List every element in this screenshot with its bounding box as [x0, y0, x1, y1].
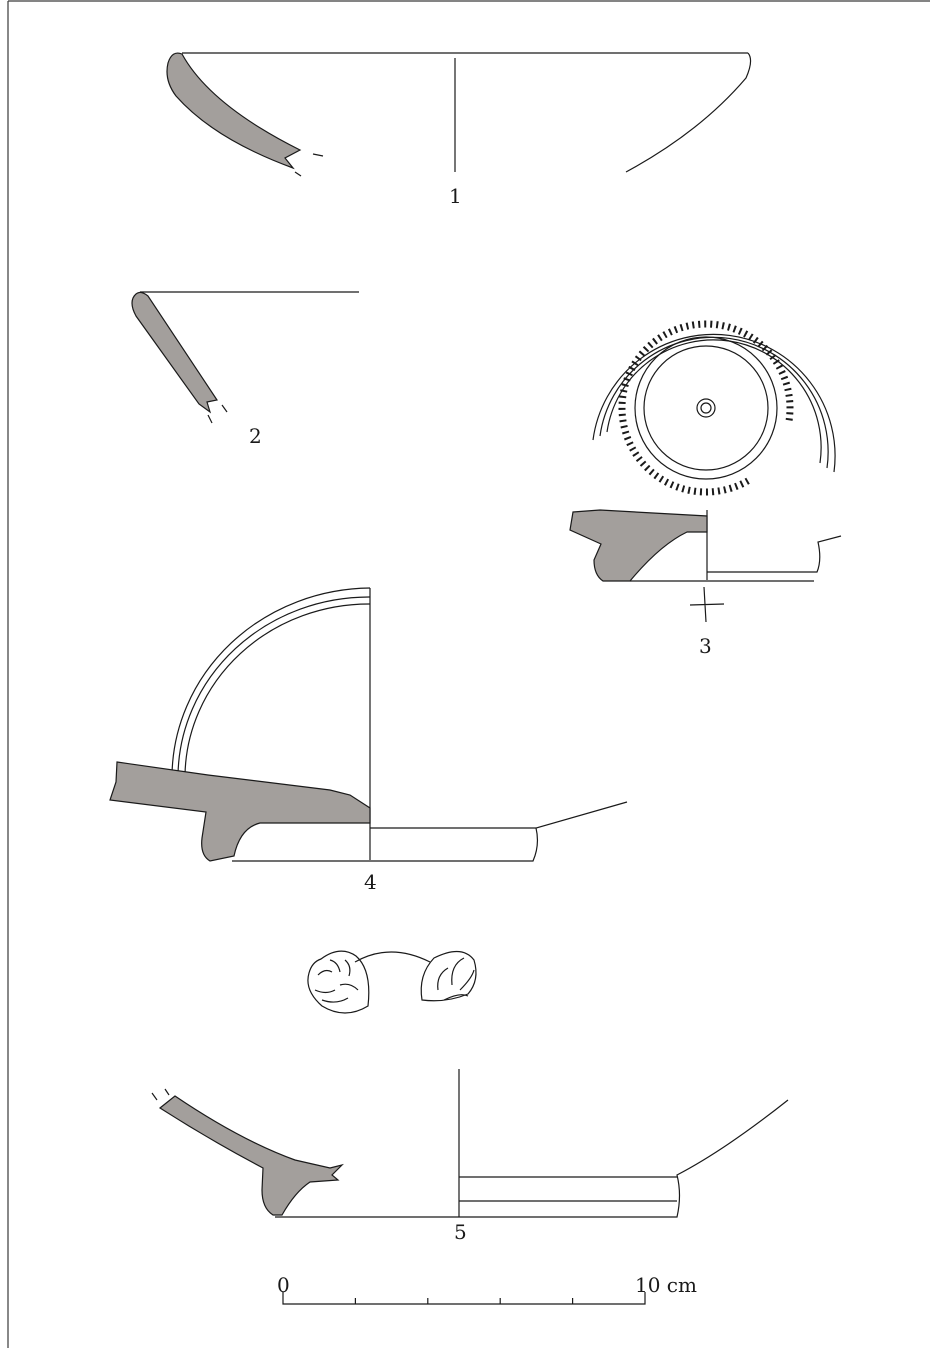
scale-label-start: 0	[277, 1273, 290, 1297]
scale-label-end: 10 cm	[635, 1273, 697, 1297]
vessel-1-profile	[166, 52, 752, 177]
vessel-3-profile	[569, 509, 842, 623]
figure-label-4: 4	[364, 870, 377, 894]
vessel-4-profile	[109, 587, 628, 862]
plate-frame	[7, 0, 930, 1348]
vessel-5-section	[158, 1095, 344, 1216]
vessel-5-profile	[151, 1069, 789, 1218]
rouletting-ring	[618, 320, 794, 496]
figure-label-3: 3	[699, 634, 712, 658]
vessel-3-scale-cross	[689, 586, 725, 623]
figure-label-1: 1	[449, 184, 462, 208]
vessel-3-plan	[592, 320, 836, 496]
figure-label-5: 5	[454, 1220, 467, 1244]
scale-bar-line	[282, 1292, 646, 1305]
vessel-5-stamp-detail	[307, 950, 477, 1014]
vessel-2-section	[131, 291, 218, 414]
vessel-1-section	[166, 52, 302, 170]
vessel-2-profile	[131, 291, 359, 424]
vessel-1-exterior-line	[625, 52, 752, 173]
vessel-4-section	[109, 761, 371, 862]
figure-label-2: 2	[249, 424, 262, 448]
